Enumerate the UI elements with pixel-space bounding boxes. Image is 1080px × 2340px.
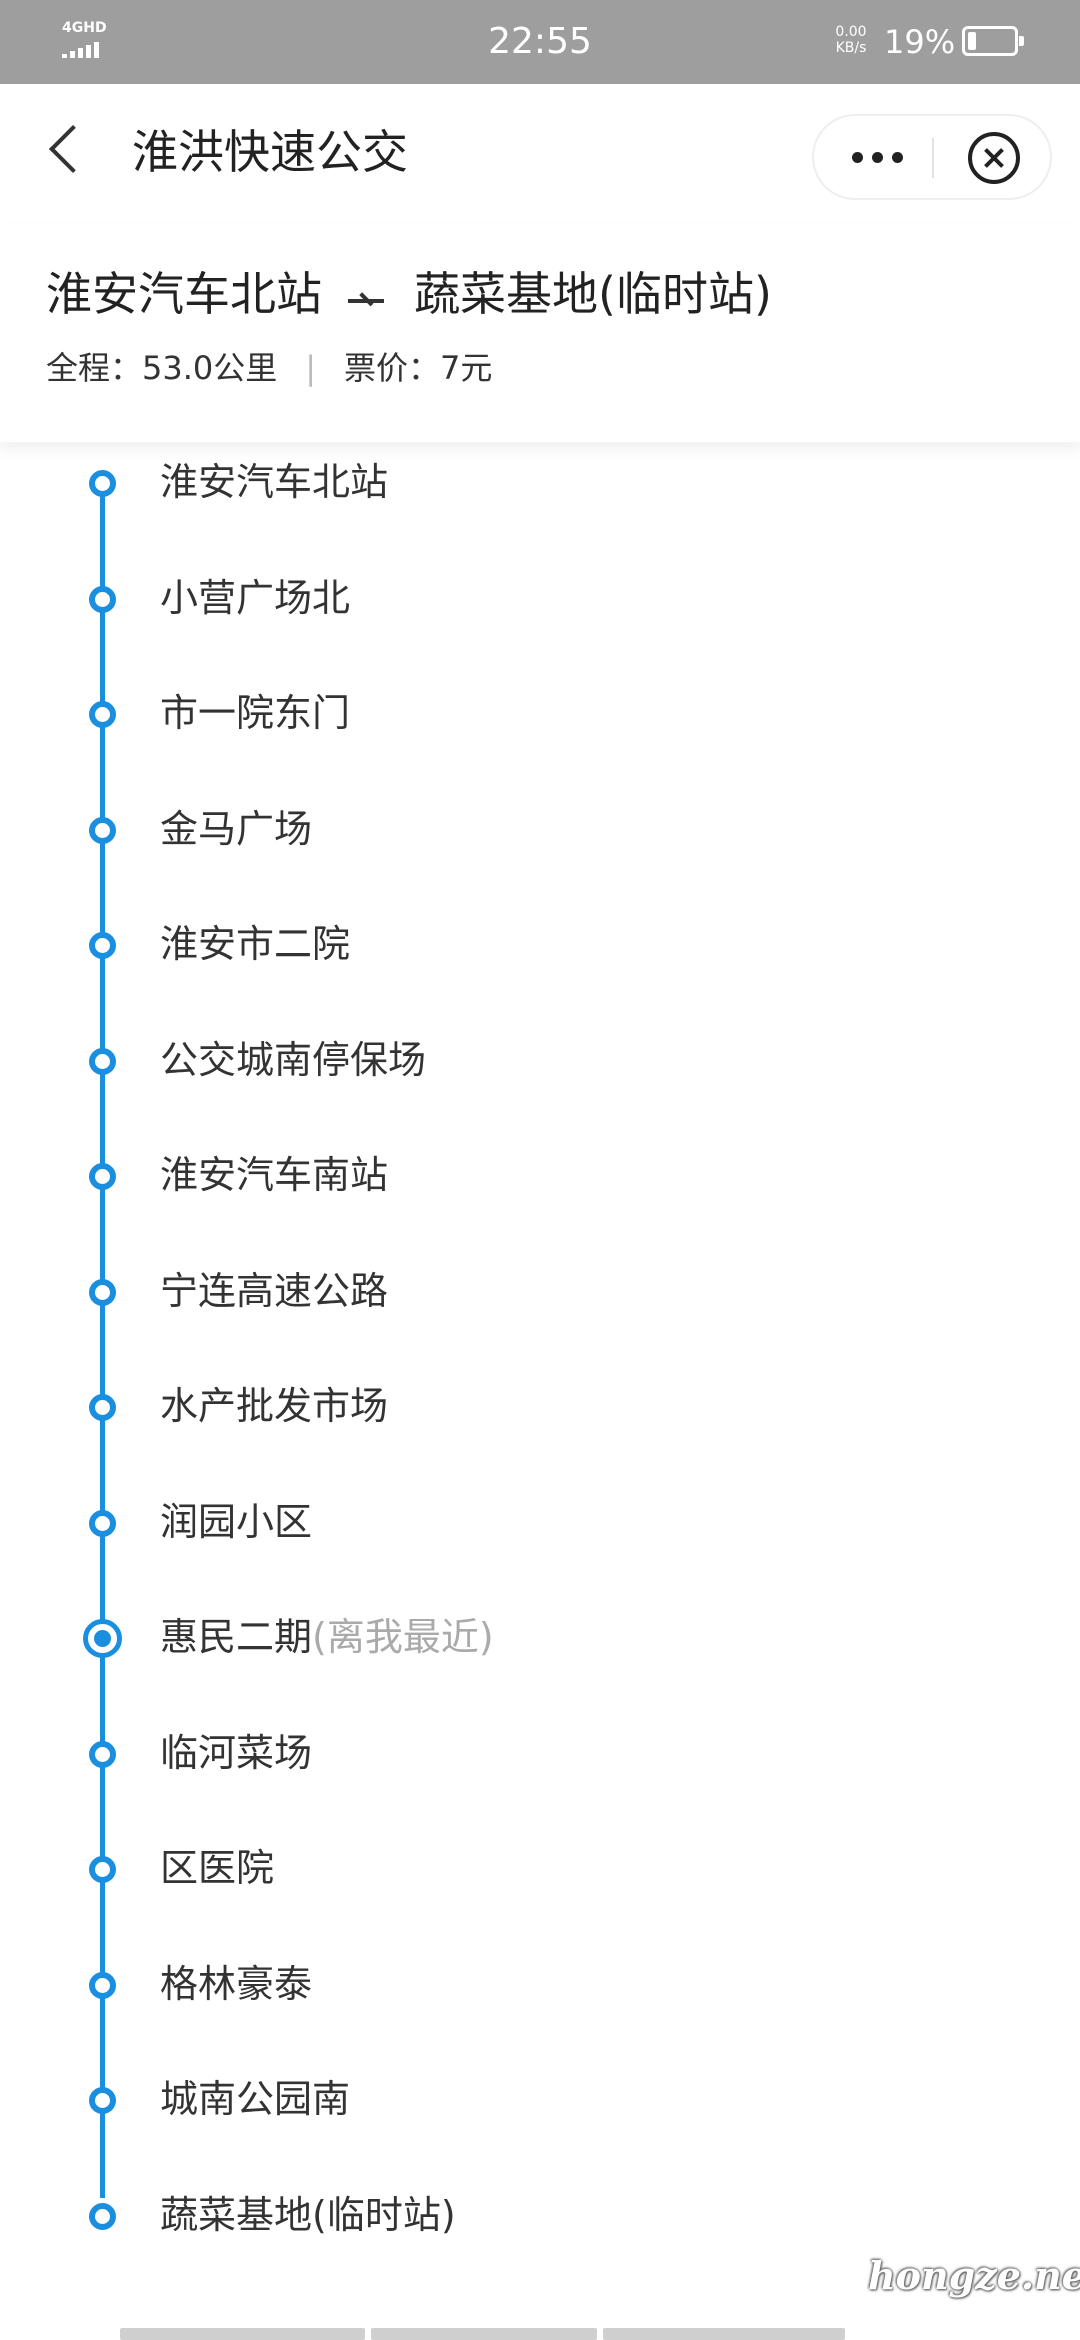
signal-icon: 4GHD: [62, 20, 118, 60]
direction-arrow-icon: [348, 283, 388, 313]
chevron-left-icon: [48, 124, 98, 174]
stop-marker-icon: [89, 2087, 116, 2114]
nearest-stop-tag: (离我最近): [312, 1615, 494, 1659]
more-dots-icon: [852, 152, 903, 163]
stop-item[interactable]: 区医院: [0, 1812, 1080, 1927]
nav-bar: 淮洪快速公交: [0, 84, 1080, 224]
network-speed-value: 0.00: [835, 24, 867, 40]
bottom-indicator: [120, 2328, 845, 2340]
stop-label: 润园小区: [160, 1499, 313, 1544]
stop-marker-icon: [89, 1163, 116, 1190]
stop-label: 金马广场: [160, 806, 313, 851]
stop-item[interactable]: 淮安汽车南站: [0, 1119, 1080, 1234]
route-destination: 蔬菜基地(临时站): [414, 267, 772, 321]
network-speed: 0.00 KB/s: [830, 24, 872, 56]
stop-label: 小营广场北: [160, 575, 351, 620]
stop-name: 公交城南停保场: [160, 1034, 426, 1086]
stop-marker-icon: [89, 1740, 116, 1768]
stop-name: 金马广场: [160, 803, 312, 855]
status-time: 22:55: [488, 21, 592, 62]
stop-label: 格林豪泰: [160, 1961, 313, 2006]
stop-name: 宁连高速公路: [160, 1265, 388, 1317]
network-speed-unit: KB/s: [835, 40, 867, 56]
stop-item[interactable]: 小营广场北: [0, 542, 1080, 657]
stop-marker-icon: [89, 701, 116, 728]
route-fare: 票价：7元: [344, 349, 493, 387]
stop-marker-icon: [89, 1856, 116, 1883]
stop-item[interactable]: 淮安市二院: [0, 888, 1080, 1003]
stop-label: 蔬菜基地(临时站): [160, 2192, 456, 2237]
watermark: hongze.net: [868, 2253, 1080, 2298]
stop-name: 市一院东门: [160, 687, 350, 739]
stop-label: 宁连高速公路: [160, 1268, 389, 1313]
stop-name: 淮安市二院: [160, 918, 350, 970]
stop-marker-icon: [89, 470, 116, 497]
stop-label: 城南公园南: [160, 2077, 351, 2121]
stop-item[interactable]: 公交城南停保场: [0, 1004, 1080, 1119]
stop-marker-icon: [89, 585, 116, 613]
network-type: 4GHD: [62, 20, 107, 36]
stop-item[interactable]: 淮安汽车北站: [0, 426, 1080, 541]
stop-item[interactable]: 惠民二期(离我最近): [0, 1581, 1080, 1696]
close-circle-icon: [968, 132, 1020, 184]
stop-item[interactable]: 润园小区: [0, 1466, 1080, 1581]
stop-list: 淮安汽车北站小营广场北市一院东门金马广场淮安市二院公交城南停保场淮安汽车南站宁连…: [0, 442, 1080, 2272]
stop-label: 淮安汽车北站: [160, 460, 389, 504]
stop-marker-icon: [89, 816, 116, 844]
stop-label: 水产批发市场: [160, 1384, 389, 1428]
mini-program-capsule: [812, 114, 1052, 200]
stop-name: 惠民二期(离我最近): [160, 1611, 494, 1663]
battery-icon: [962, 26, 1024, 56]
stop-name: 水产批发市场: [160, 1380, 388, 1432]
stop-marker-icon: [89, 1394, 116, 1421]
meta-separator: |: [305, 349, 317, 387]
stop-name: 淮安汽车北站: [160, 456, 388, 508]
stop-name: 润园小区: [160, 1496, 312, 1548]
current-stop-marker-icon: [83, 1619, 122, 1658]
stop-label: 区医院: [160, 1846, 275, 1890]
stop-name: 格林豪泰: [160, 1958, 312, 2010]
stop-marker-icon: [89, 1047, 116, 1075]
more-button[interactable]: [814, 116, 932, 198]
battery-fill: [968, 32, 976, 50]
stop-label: 惠民二期: [160, 1615, 313, 1659]
stop-name: 城南公园南: [160, 2073, 350, 2125]
close-button[interactable]: [936, 116, 1050, 198]
stop-marker-icon: [89, 1509, 116, 1537]
back-button[interactable]: [34, 114, 98, 184]
stop-marker-icon: [89, 932, 116, 959]
stop-item[interactable]: 水产批发市场: [0, 1350, 1080, 1465]
stop-label: 公交城南停保场: [160, 1037, 427, 1082]
stop-label: 临河菜场: [160, 1730, 313, 1775]
stop-name: 蔬菜基地(临时站): [160, 2189, 456, 2241]
stop-name: 临河菜场: [160, 1727, 312, 1779]
status-bar: 4GHD 22:55 0.00 KB/s 19%: [0, 0, 1080, 84]
capsule-divider: [932, 138, 934, 178]
stop-marker-icon: [89, 1971, 116, 1999]
page-title: 淮洪快速公交: [132, 125, 408, 179]
stop-item[interactable]: 市一院东门: [0, 657, 1080, 772]
stop-item[interactable]: 金马广场: [0, 773, 1080, 888]
route-meta: 全程：53.0公里 | 票价：7元: [46, 346, 492, 390]
stop-name: 淮安汽车南站: [160, 1149, 388, 1201]
stop-item[interactable]: 格林豪泰: [0, 1928, 1080, 2043]
stop-name: 区医院: [160, 1842, 274, 1894]
route-endpoints: 淮安汽车北站 蔬菜基地(临时站): [46, 264, 772, 324]
stop-item[interactable]: 城南公园南: [0, 2043, 1080, 2158]
stop-label: 淮安市二院: [160, 922, 351, 966]
stop-label: 市一院东门: [160, 691, 351, 735]
route-summary: 淮安汽车北站 蔬菜基地(临时站) 全程：53.0公里 | 票价：7元: [0, 224, 1080, 442]
route-distance: 全程：53.0公里: [46, 349, 278, 387]
stop-item[interactable]: 临河菜场: [0, 1697, 1080, 1812]
battery-percent: 19%: [884, 23, 956, 61]
route-track: [100, 476, 105, 2198]
stop-marker-icon: [89, 1278, 116, 1306]
stop-item[interactable]: 蔬菜基地(临时站): [0, 2159, 1080, 2274]
route-origin: 淮安汽车北站: [46, 267, 322, 321]
stop-name: 小营广场北: [160, 572, 350, 624]
stop-label: 淮安汽车南站: [160, 1153, 389, 1197]
stop-item[interactable]: 宁连高速公路: [0, 1235, 1080, 1350]
stop-marker-icon: [89, 2202, 116, 2230]
